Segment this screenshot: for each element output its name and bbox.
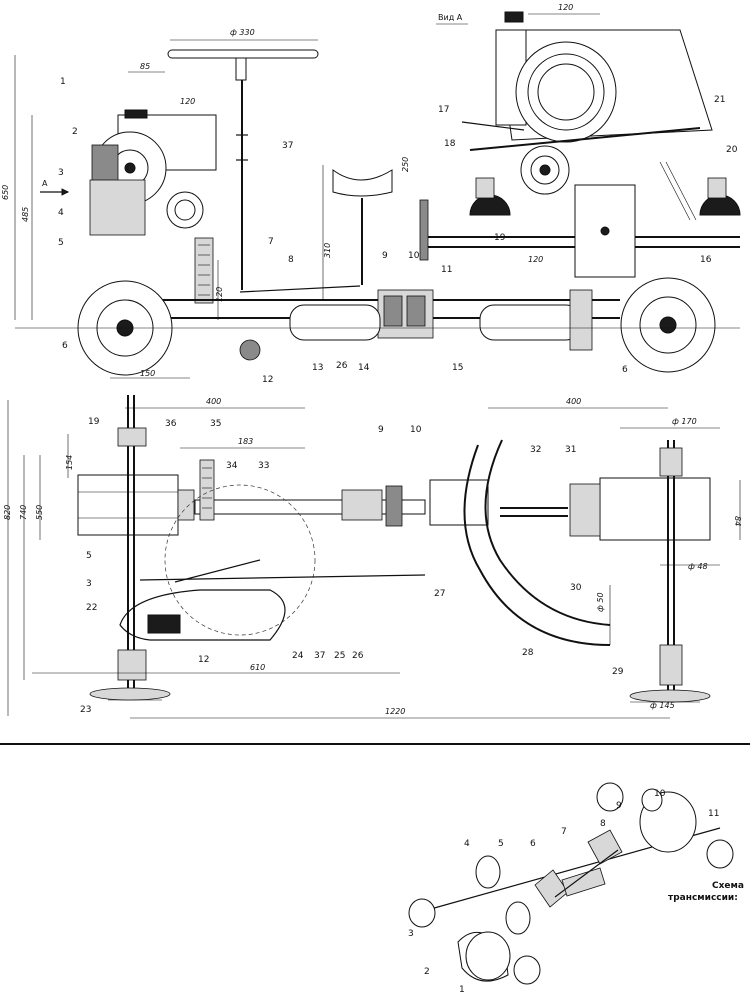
dim-phi-145: ф 145 (650, 701, 675, 710)
callout-top-28: 28 (522, 648, 534, 658)
callout-3: 3 (58, 168, 64, 178)
callout-6-rear: 6 (622, 365, 628, 375)
callout-tr-1: 1 (459, 985, 465, 995)
callout-1: 1 (60, 77, 66, 87)
top-rear-tube (484, 439, 611, 626)
callout-21: 21 (714, 95, 725, 105)
dim-550: 550 (35, 505, 44, 520)
dim-183: 183 (238, 437, 253, 446)
arrow-label-a: A (42, 179, 48, 188)
callout-tr-3: 3 (408, 929, 414, 939)
callout-12: 12 (262, 375, 273, 385)
callout-top-29: 29 (612, 667, 624, 677)
callout-13: 13 (312, 363, 323, 373)
callout-11: 11 (441, 265, 452, 275)
dim-phi-170: ф 170 (672, 417, 697, 426)
view-a: Вид А 120 (419, 3, 741, 278)
callout-top-22: 22 (86, 603, 97, 613)
callout-tr-7: 7 (561, 827, 567, 837)
top-view: 400 183 154 820 740 550 610 1220 400 ф 1… (3, 395, 742, 719)
callout-top-32: 32 (530, 445, 541, 455)
callout-tr-11: 11 (708, 809, 719, 819)
dim-120-frame: 120 (215, 287, 224, 302)
callout-top-10: 10 (410, 425, 422, 435)
callout-top-25: 25 (334, 651, 345, 661)
callout-top-36: 36 (165, 419, 177, 429)
dim-phi-48: ф 48 (688, 562, 708, 571)
callout-top-26: 26 (352, 651, 364, 661)
dim-740: 740 (19, 505, 28, 520)
callout-top-30: 30 (570, 583, 582, 593)
callout-top-35: 35 (210, 419, 221, 429)
callout-top-19: 19 (88, 417, 100, 427)
dim-310: 310 (323, 243, 332, 258)
dim-485: 485 (21, 207, 30, 222)
callout-5: 5 (58, 238, 64, 248)
callout-16: 16 (700, 255, 712, 265)
callout-tr-4: 4 (464, 839, 470, 849)
steering-wheel (167, 49, 319, 59)
seat (332, 169, 393, 197)
callout-17: 17 (438, 105, 449, 115)
dim-85: 85 (140, 62, 150, 71)
side-view: ф 330 85 120 650 485 120 310 250 120 120… (1, 28, 740, 385)
callout-26: 26 (336, 361, 348, 371)
dim-250: 250 (401, 157, 410, 172)
dim-phi-330: ф 330 (230, 28, 255, 37)
callout-top-27: 27 (434, 589, 445, 599)
transmission-scheme: 9 10 11 8 7 6 5 4 3 2 1 Схема трансмисси… (408, 782, 744, 995)
callout-top-37: 37 (314, 651, 325, 661)
dim-1220: 1220 (385, 707, 405, 716)
dim-120-view-a: 120 (558, 3, 573, 12)
dim-610: 610 (250, 663, 265, 672)
callout-tr-9: 9 (616, 801, 622, 811)
top-rear-housing (599, 477, 711, 541)
rear-axle-tube (289, 304, 381, 341)
dim-154: 154 (65, 455, 74, 470)
callout-14: 14 (358, 363, 370, 373)
callout-top-5: 5 (86, 551, 92, 561)
callout-9: 9 (382, 251, 388, 261)
dim-120-axle: 120 (528, 255, 543, 264)
dim-150: 150 (140, 369, 155, 378)
callout-4: 4 (58, 208, 64, 218)
view-a-label: Вид А (438, 13, 463, 22)
callout-tr-5: 5 (498, 839, 504, 849)
callout-top-9: 9 (378, 425, 384, 435)
callout-top-23: 23 (80, 705, 91, 715)
dim-phi-50: ф 50 (596, 592, 605, 612)
transmission-caption-line2: трансмиссии: (668, 893, 738, 903)
callout-8: 8 (288, 255, 294, 265)
dim-84: 84 (733, 516, 742, 526)
callout-20: 20 (726, 145, 738, 155)
callout-top-12: 12 (198, 655, 209, 665)
callout-top-24: 24 (292, 651, 304, 661)
callout-10: 10 (408, 251, 420, 261)
top-gearbox (429, 479, 489, 526)
callout-7: 7 (268, 237, 274, 247)
callout-6: 6 (62, 341, 68, 351)
dim-650: 650 (1, 185, 10, 200)
callout-tr-8: 8 (600, 819, 606, 829)
dim-820: 820 (3, 505, 12, 520)
callout-15: 15 (452, 363, 463, 373)
callout-2: 2 (72, 127, 78, 137)
callout-tr-2: 2 (424, 967, 430, 977)
callout-top-3: 3 (86, 579, 92, 589)
dim-120-engine: 120 (180, 97, 195, 106)
transmission-caption-line1: Схема (712, 881, 744, 891)
callout-top-33: 33 (258, 461, 269, 471)
dim-400-right: 400 (566, 397, 581, 406)
dim-400-left: 400 (206, 397, 221, 406)
callout-37: 37 (282, 141, 293, 151)
top-belt (119, 589, 286, 641)
callout-18: 18 (444, 139, 456, 149)
steering-hub (235, 57, 247, 81)
callout-top-31: 31 (565, 445, 576, 455)
callout-tr-6: 6 (530, 839, 536, 849)
callout-top-34: 34 (226, 461, 238, 471)
bracket-plate (194, 237, 214, 304)
callout-tr-10: 10 (654, 789, 666, 799)
